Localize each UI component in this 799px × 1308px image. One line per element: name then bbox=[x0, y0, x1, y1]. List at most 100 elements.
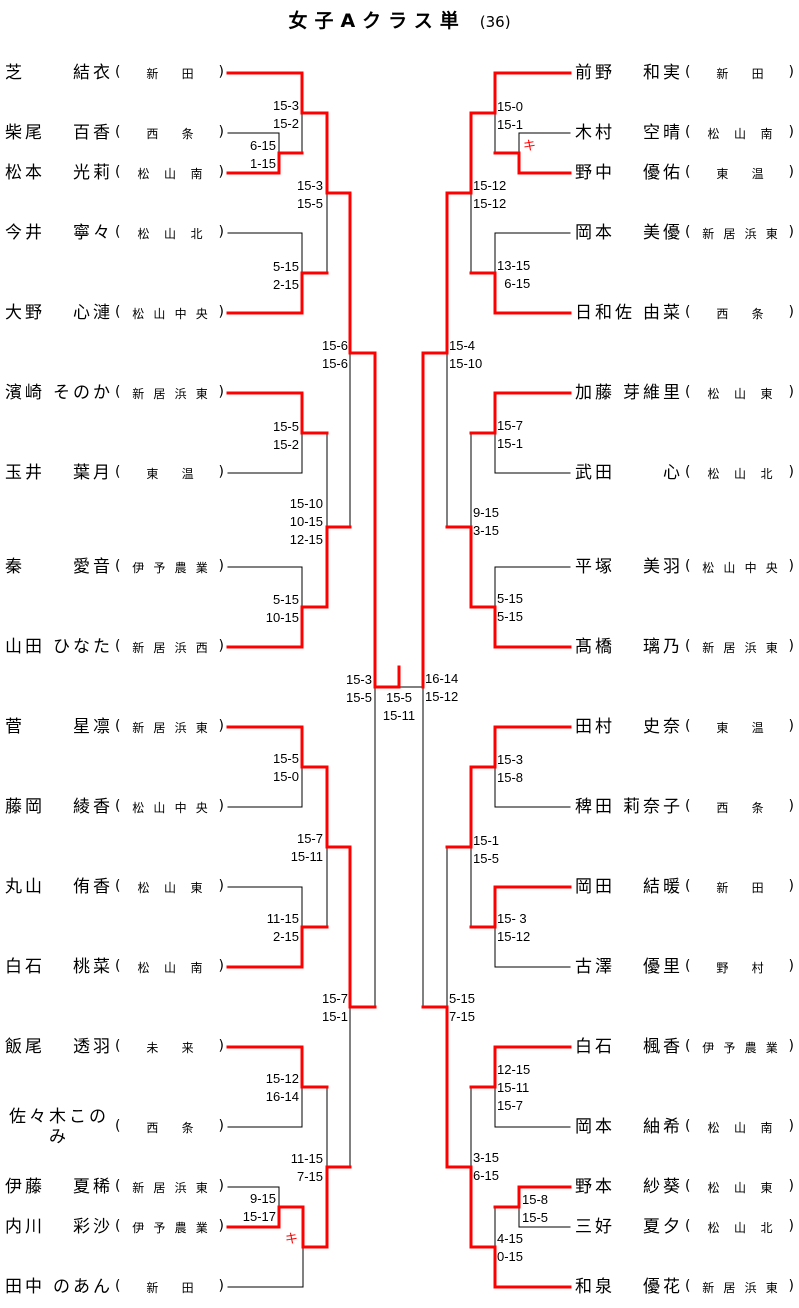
player-entry: 田村史奈東温 bbox=[575, 715, 797, 739]
player-family-name: 濱崎 bbox=[5, 383, 45, 403]
score-game: 15-5 bbox=[296, 196, 323, 211]
bracket-line bbox=[494, 232, 571, 274]
winner-line bbox=[226, 525, 352, 649]
school-char: 南 bbox=[760, 1120, 773, 1135]
player-entry: 今井寧々松山北 bbox=[5, 221, 227, 245]
bracket-line bbox=[227, 566, 303, 608]
player-school: 西条 bbox=[683, 795, 797, 819]
player-given-name: 美羽 bbox=[643, 557, 683, 577]
school-char: 東 bbox=[195, 1180, 208, 1195]
player-entry: 野中優佑東温 bbox=[575, 161, 797, 185]
school-char: 農 bbox=[744, 1040, 757, 1055]
player-name: 今井寧々 bbox=[5, 221, 113, 245]
winner-line bbox=[493, 1185, 572, 1209]
school-char: 中 bbox=[744, 560, 757, 575]
score-game: 13-15 bbox=[497, 258, 531, 273]
score-game: 5-15 bbox=[272, 592, 299, 607]
school-char: 新 bbox=[132, 386, 145, 401]
player-given-name: 優佑 bbox=[643, 163, 683, 183]
player-entry: 三好夏夕松山北 bbox=[575, 1215, 797, 1239]
player-family-name: 松本 bbox=[5, 163, 45, 183]
player-entry: 白石楓香伊予農業 bbox=[575, 1035, 797, 1059]
score-game: 15-7 bbox=[321, 991, 348, 1006]
player-school: 松山北 bbox=[683, 1215, 797, 1239]
school-char: 山 bbox=[153, 800, 166, 815]
winner-line bbox=[226, 1045, 329, 1089]
player-name: 芝結衣 bbox=[5, 61, 113, 85]
player-given-name: のあん bbox=[53, 1277, 113, 1297]
school-char: 松 bbox=[707, 1220, 720, 1235]
school-char: 業 bbox=[195, 1220, 208, 1235]
entry-count: (36) bbox=[479, 13, 511, 31]
school-char: 中 bbox=[174, 306, 187, 321]
player-name: 髙橋璃乃 bbox=[575, 635, 683, 659]
player-entry: 野本紗葵松山東 bbox=[575, 1175, 797, 1199]
school-char: 伊 bbox=[132, 1220, 145, 1235]
score-game: 15-7 bbox=[497, 1098, 524, 1113]
player-school: 新田 bbox=[683, 61, 797, 85]
score-game: 15-1 bbox=[473, 833, 500, 848]
score-game: 15-10 bbox=[289, 496, 323, 511]
school-char: 山 bbox=[733, 1120, 746, 1135]
player-entry: 岡本紬希松山南 bbox=[575, 1115, 797, 1139]
score-game: 16-14 bbox=[425, 671, 459, 686]
school-char: 来 bbox=[181, 1040, 194, 1055]
score-game: 15-2 bbox=[272, 437, 299, 452]
score-game: 10-15 bbox=[265, 610, 299, 625]
player-school: 松山南 bbox=[113, 955, 227, 979]
player-entry: 田中のあん新田 bbox=[5, 1275, 227, 1299]
school-char: 東 bbox=[146, 466, 159, 481]
player-given-name: 桃菜 bbox=[73, 957, 113, 977]
player-given-name: 優里 bbox=[643, 957, 683, 977]
school-char: 居 bbox=[723, 226, 736, 241]
player-family-name: 飯尾 bbox=[5, 1037, 45, 1057]
score-game: 10-15 bbox=[289, 514, 323, 529]
school-char: 山 bbox=[733, 126, 746, 141]
player-family-name: 武田 bbox=[575, 463, 615, 483]
player-entry: 佐々木このみ西条 bbox=[5, 1107, 227, 1147]
school-char: 松 bbox=[137, 880, 150, 895]
score-game: 15-12 bbox=[473, 178, 507, 193]
school-char: 松 bbox=[132, 800, 145, 815]
score-game: 15-0 bbox=[272, 769, 299, 784]
player-name: 武田心 bbox=[575, 461, 683, 485]
player-family-name: 大野 bbox=[5, 303, 45, 323]
school-char: 松 bbox=[707, 386, 720, 401]
school-char: 浜 bbox=[174, 1180, 187, 1195]
school-char: 央 bbox=[765, 560, 778, 575]
player-name: 白石桃菜 bbox=[5, 955, 113, 979]
school-char: 北 bbox=[190, 226, 203, 241]
winner-line bbox=[226, 725, 377, 1009]
score-game: 15-0 bbox=[497, 99, 524, 114]
match-score: 15-1 15-5 bbox=[473, 832, 499, 868]
bracket-line bbox=[494, 566, 571, 608]
player-given-name: 葉月 bbox=[73, 463, 113, 483]
bracket-line bbox=[227, 766, 303, 808]
school-char: 山 bbox=[163, 960, 176, 975]
score-game: 15-8 bbox=[497, 770, 524, 785]
school-char: 松 bbox=[137, 960, 150, 975]
player-given-name: 芽維里 bbox=[623, 383, 683, 403]
player-given-name: 寧々 bbox=[73, 223, 113, 243]
player-given-name: 優花 bbox=[643, 1277, 683, 1297]
player-given-name: 光莉 bbox=[73, 163, 113, 183]
player-family-name: 田中 bbox=[5, 1277, 45, 1297]
score-game: 15-5 bbox=[473, 851, 500, 866]
player-family-name: 古澤 bbox=[575, 957, 615, 977]
player-given-name: そのか bbox=[53, 383, 113, 403]
player-name: 木村空晴 bbox=[575, 121, 683, 145]
school-char: 松 bbox=[137, 166, 150, 181]
player-name: 田村史奈 bbox=[575, 715, 683, 739]
score-game: 15-1 bbox=[321, 1009, 348, 1024]
player-given-name: 璃乃 bbox=[643, 637, 683, 657]
score-game: 7-15 bbox=[296, 1169, 323, 1184]
